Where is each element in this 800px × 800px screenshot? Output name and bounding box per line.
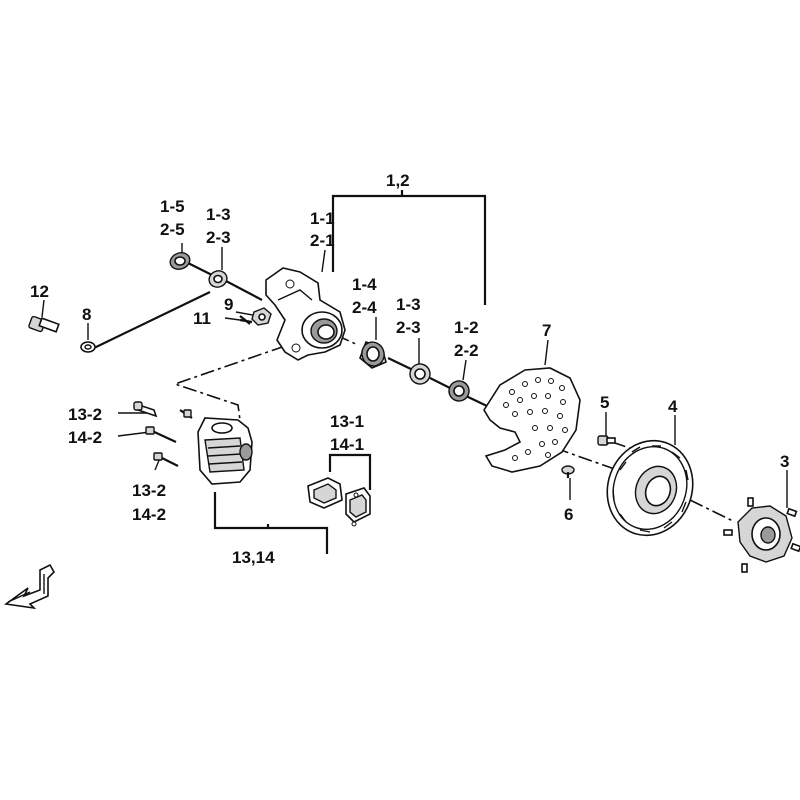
leader-12: [41, 299, 45, 318]
label-7: 7: [542, 321, 551, 340]
label-13-2-a: 13-2: [68, 405, 102, 424]
label-2-1: 2-1: [310, 231, 335, 250]
label-2-3-top: 2-3: [206, 228, 231, 247]
label-3: 3: [780, 452, 789, 471]
label-1-4: 1-4: [352, 275, 377, 294]
axis-segment: [387, 357, 414, 371]
label-1-5: 1-5: [160, 197, 185, 216]
leader-1-1: [321, 249, 326, 273]
front-direction-arrow-icon: [3, 563, 55, 610]
label-13-14: 13,14: [232, 548, 275, 567]
leader-14-2-a: [117, 431, 151, 437]
pin-part-11: [239, 315, 251, 325]
label-11: 11: [193, 309, 211, 328]
label-1-2: 1-2: [454, 318, 479, 337]
label-8: 8: [82, 305, 91, 324]
axis-segment: [93, 291, 211, 349]
label-2-5: 2-5: [160, 220, 185, 239]
label-2-3-mid: 2-3: [396, 318, 421, 337]
part-labels: 1,2 1-1 2-1 1-5 2-5 1-3 2-3 12 8 9 11 1-…: [30, 171, 789, 567]
label-5: 5: [600, 393, 609, 412]
hub-part-3: [723, 497, 800, 573]
assembly-brackets: [213, 190, 487, 554]
seal-part-top: [169, 252, 191, 270]
label-1-1: 1-1: [310, 209, 335, 228]
label-14-2-a: 14-2: [68, 428, 102, 447]
spacer-part: [359, 340, 387, 369]
label-2-2: 2-2: [454, 341, 479, 360]
axis-segment: [465, 395, 488, 407]
label-1-3-top: 1-3: [206, 205, 231, 224]
axis-segment: [185, 261, 215, 277]
leader-11: [224, 317, 241, 321]
bearing-part-mid: [409, 363, 431, 385]
label-leaders: [41, 243, 788, 508]
bracket-13-1: [328, 453, 372, 490]
bracket-13-14: [213, 492, 329, 554]
label-1-2-assembly: 1,2: [386, 171, 410, 190]
label-14-1: 14-1: [330, 435, 364, 454]
caliper-bolts-part: [133, 401, 193, 467]
label-1-3-mid: 1-3: [396, 295, 421, 314]
bracket-1-2: [331, 194, 487, 305]
bearing-part-top: [208, 270, 228, 288]
dust-plate-holes: [503, 377, 568, 461]
label-9: 9: [224, 295, 233, 314]
brake-disc-slots: [612, 445, 689, 533]
knuckle-part: [265, 267, 346, 361]
axis-segment: [429, 377, 451, 389]
label-12: 12: [30, 282, 49, 301]
axis-segment: [225, 280, 263, 301]
leader-7: [544, 339, 549, 366]
caliper-body-part: [197, 417, 253, 485]
nut-part-9: [251, 307, 272, 326]
leader-1-2: [462, 359, 467, 381]
dust-plate-part-7: [483, 367, 581, 473]
label-13-2-b: 13-2: [132, 481, 166, 500]
axis-segment: [172, 345, 286, 421]
seal-part-mid: [448, 380, 470, 402]
label-4: 4: [668, 397, 678, 416]
brake-pads-part: [307, 477, 371, 527]
label-6: 6: [564, 505, 573, 524]
bolt-part-12: [28, 315, 60, 333]
washer-part-8: [80, 341, 96, 353]
label-2-4: 2-4: [352, 298, 377, 317]
label-14-2-b: 14-2: [132, 505, 166, 524]
label-13-1: 13-1: [330, 412, 364, 431]
screw-part-5: [597, 435, 616, 446]
brake-disc-part-4: [606, 439, 694, 537]
screw-part-6: [561, 465, 575, 478]
axis-segment: [689, 499, 736, 523]
